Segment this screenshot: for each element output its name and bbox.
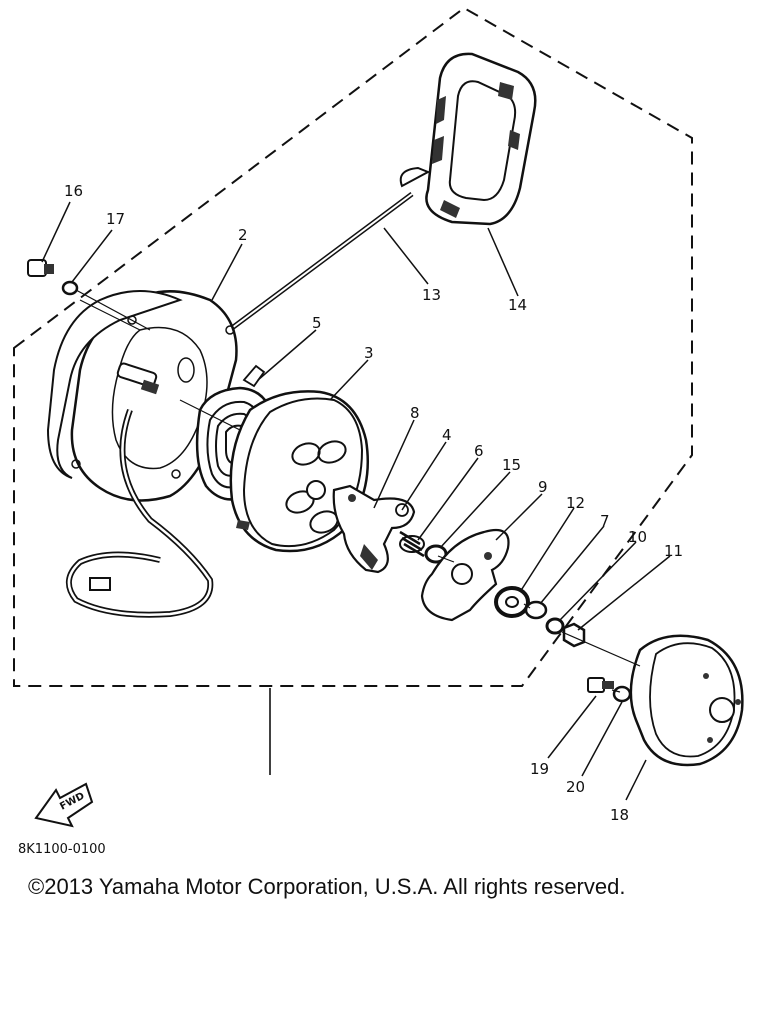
callout-12: 12 <box>566 494 585 512</box>
callout-9: 9 <box>538 478 548 496</box>
callout-11: 11 <box>664 542 683 560</box>
starter-rope <box>230 191 414 331</box>
starter-cup <box>629 634 744 767</box>
starter-case <box>46 290 238 502</box>
bolt-19 <box>587 677 614 693</box>
bolt-16 <box>27 259 54 277</box>
callout-15: 15 <box>502 456 521 474</box>
pulley <box>229 390 370 553</box>
callout-10: 10 <box>628 528 647 546</box>
callout-3: 3 <box>364 344 374 362</box>
callout-6: 6 <box>474 442 484 460</box>
callout-17: 17 <box>106 210 125 228</box>
ratchet-pawl <box>332 484 416 574</box>
callout-8: 8 <box>410 404 420 422</box>
callout-14: 14 <box>508 296 527 314</box>
assembly-boundary <box>13 6 693 687</box>
callout-7: 7 <box>600 512 610 530</box>
cable-clip <box>89 577 111 591</box>
callout-4: 4 <box>442 426 452 444</box>
spring-washer <box>545 617 565 635</box>
copyright-notice: ©2013 Yamaha Motor Corporation, U.S.A. A… <box>28 874 626 899</box>
callout-18: 18 <box>610 806 629 824</box>
drive-plate <box>420 528 510 622</box>
callout-5: 5 <box>312 314 322 332</box>
assembly-axis <box>75 289 641 693</box>
washer-20 <box>612 685 632 703</box>
rope-handle <box>399 52 537 226</box>
callout-16: 16 <box>64 182 83 200</box>
callout-19: 19 <box>530 760 549 778</box>
callout-13: 13 <box>422 286 441 304</box>
fwd-arrow-icon: FWD <box>34 782 94 828</box>
leader-lines <box>41 201 671 801</box>
callout-20: 20 <box>566 778 585 796</box>
washer-7 <box>524 600 548 620</box>
washer-17 <box>61 280 79 296</box>
diagram-code: 8K1100-0100 <box>18 842 106 857</box>
callout-2: 2 <box>238 226 248 244</box>
